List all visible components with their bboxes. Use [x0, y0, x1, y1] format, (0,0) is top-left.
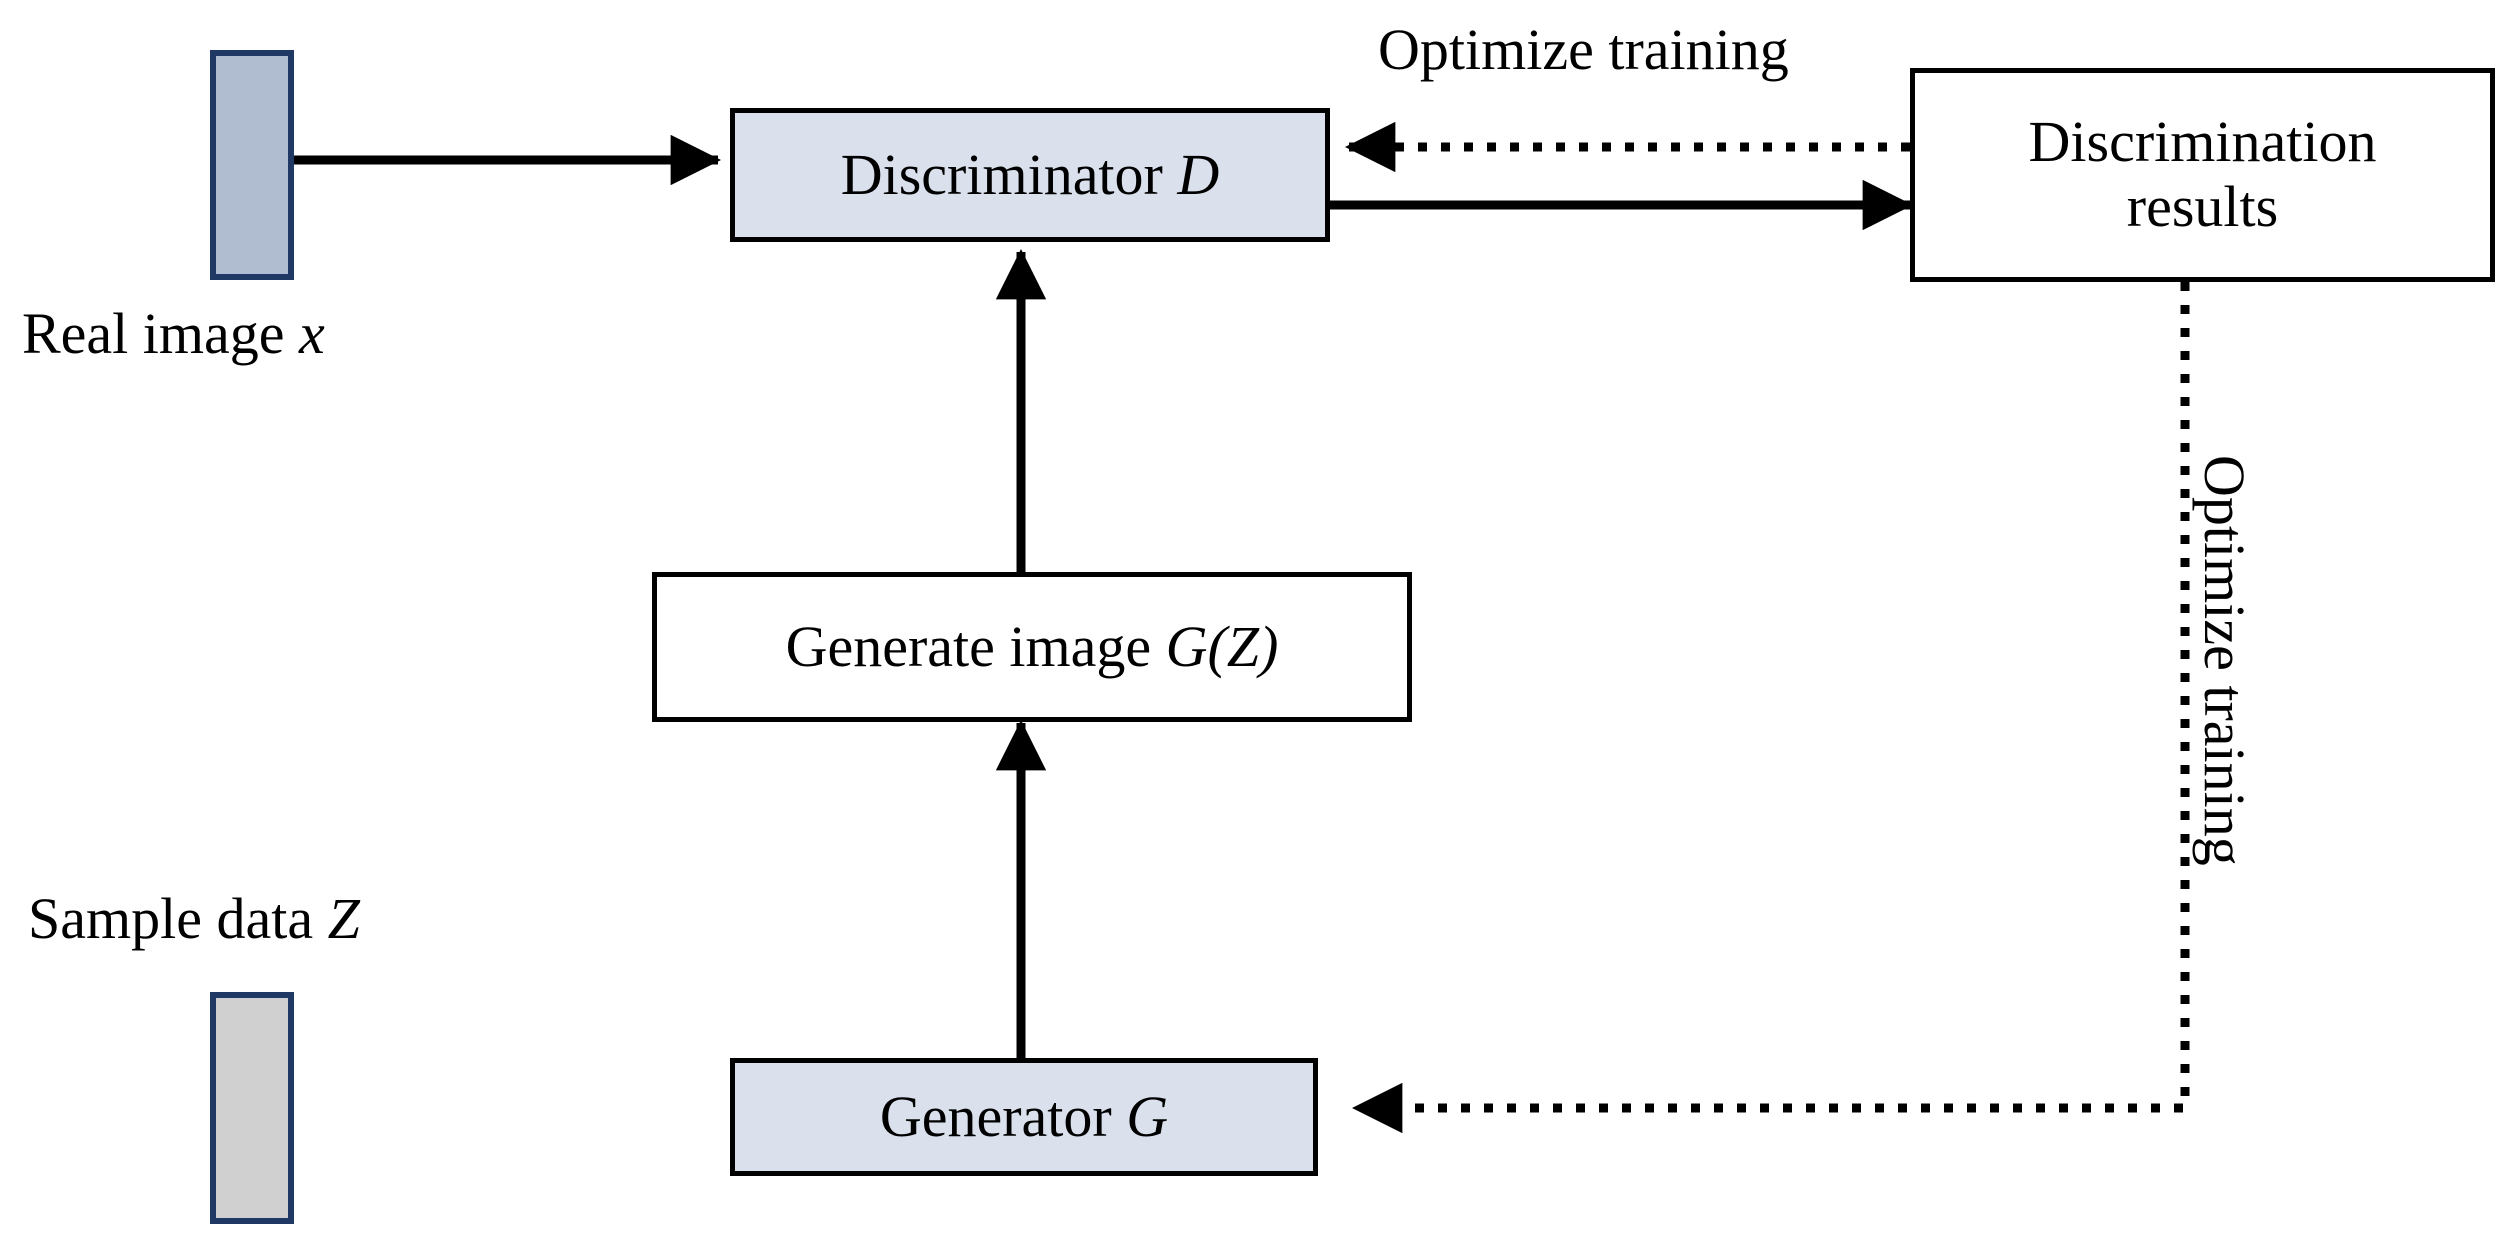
sample-data-caption: Sample data Z	[28, 885, 360, 952]
edge-results-to-generator-dotted	[1351, 282, 2190, 1134]
real-image-caption: Real image x	[22, 300, 325, 367]
discriminator-box[interactable]: Discriminator D	[730, 108, 1330, 242]
generator-label: Generator G	[879, 1083, 1169, 1149]
real-image-caption-text: Real image	[22, 301, 300, 366]
generator-box[interactable]: Generator G	[730, 1058, 1318, 1176]
generate-image-label: Generate image G(Z)	[785, 613, 1279, 679]
optimize-training-top-label: Optimize training	[1378, 17, 1789, 82]
generate-image-box[interactable]: Generate image G(Z)	[652, 572, 1412, 722]
sample-data-caption-symbol: Z	[327, 886, 360, 951]
sample-data-bar	[210, 992, 294, 1224]
discriminator-label: Discriminator D	[840, 141, 1220, 207]
real-image-bar	[210, 50, 294, 280]
sample-data-caption-text: Sample data	[28, 886, 328, 951]
real-image-caption-symbol: x	[299, 301, 325, 366]
optimize-training-right-label: Optimize training	[2192, 455, 2257, 866]
